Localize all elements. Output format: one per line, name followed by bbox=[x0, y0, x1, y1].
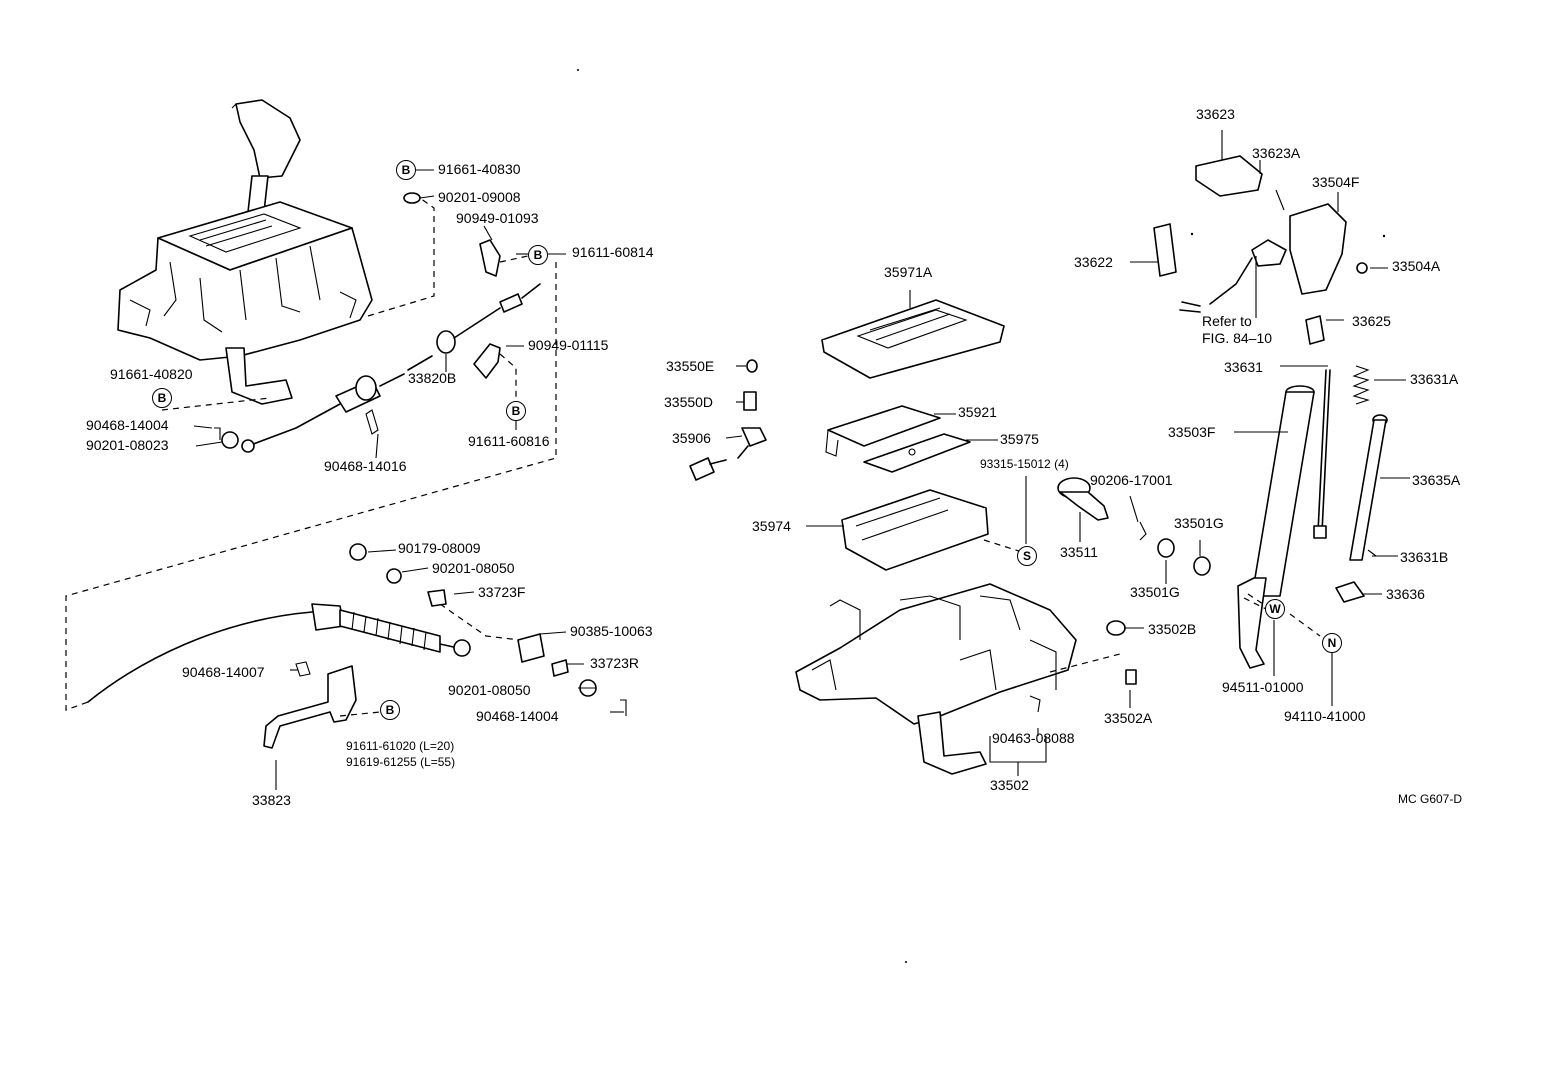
part-label: 90468-14016 bbox=[324, 458, 407, 474]
part-label: 91611-61020 (L=20) bbox=[346, 739, 455, 753]
part-label: 35971A bbox=[884, 264, 933, 280]
part-label: 33511 bbox=[1060, 544, 1098, 560]
reference-note-line2: FIG. 84–10 bbox=[1202, 330, 1273, 346]
part-label: 33636 bbox=[1386, 586, 1425, 602]
part-label: 93315-15012 (4) bbox=[980, 457, 1069, 471]
guide-rod bbox=[1335, 414, 1388, 603]
leader-lines bbox=[193, 130, 1410, 790]
part-label: 91661-40820 bbox=[110, 366, 193, 382]
part-label: 90201-08050 bbox=[448, 682, 531, 698]
part-label: 33723F bbox=[478, 584, 526, 600]
part-label: 90206-17001 bbox=[1090, 472, 1173, 488]
part-label: 90201-08023 bbox=[86, 437, 169, 453]
part-label: 90468-14004 bbox=[86, 417, 169, 433]
part-label: 90201-09008 bbox=[438, 189, 521, 205]
marker-n: N bbox=[1322, 633, 1342, 653]
indicator-housing bbox=[821, 299, 1005, 379]
spring bbox=[1352, 365, 1370, 405]
part-label: 90468-14007 bbox=[182, 664, 265, 680]
part-label: 90179-08009 bbox=[398, 540, 481, 556]
part-label: 33502B bbox=[1148, 621, 1197, 637]
part-label: 94511-01000 bbox=[1222, 679, 1304, 695]
shift-cable-lower bbox=[87, 543, 627, 716]
marker-b: B bbox=[380, 700, 400, 720]
part-label: 90385-10063 bbox=[570, 623, 653, 639]
part-label: 91611-60816 bbox=[468, 433, 550, 449]
position-indicator-base bbox=[841, 489, 1023, 571]
knob-assembly bbox=[1153, 155, 1368, 345]
detent-rod bbox=[1313, 369, 1331, 539]
part-label: 33501G bbox=[1174, 515, 1224, 531]
part-label: 90949-01115 bbox=[528, 337, 609, 353]
part-label: 33622 bbox=[1074, 254, 1113, 270]
part-label: 35921 bbox=[958, 404, 997, 420]
part-label: 33635A bbox=[1412, 472, 1461, 488]
part-label: 35975 bbox=[1000, 431, 1039, 447]
part-label: 91661-40830 bbox=[438, 161, 521, 177]
marker-b: B bbox=[396, 160, 416, 180]
part-label: 90949-01093 bbox=[456, 210, 539, 226]
part-label: 33631A bbox=[1410, 371, 1459, 387]
part-label: 33550D bbox=[664, 394, 714, 410]
part-label: 33623A bbox=[1252, 145, 1301, 161]
part-label: 33823 bbox=[252, 792, 291, 808]
part-label: 33501G bbox=[1130, 584, 1180, 600]
part-label: 90468-14004 bbox=[476, 708, 559, 724]
part-label: 91619-61255 (L=55) bbox=[346, 755, 456, 769]
part-label: 33503F bbox=[1168, 424, 1216, 440]
part-label: 94110-41000 bbox=[1284, 708, 1366, 724]
part-label: 33550E bbox=[666, 358, 715, 374]
part-label: 33502A bbox=[1104, 710, 1153, 726]
part-label: 33504F bbox=[1312, 174, 1360, 190]
part-label: 33723R bbox=[590, 655, 640, 671]
marker-w: W bbox=[1265, 599, 1285, 619]
part-label: 33631 bbox=[1224, 359, 1263, 375]
marker-b: B bbox=[506, 401, 526, 421]
part-label: 33820B bbox=[408, 370, 457, 386]
bulb-socket-parts bbox=[689, 359, 767, 481]
marker-b: B bbox=[528, 245, 548, 265]
part-label: 33631B bbox=[1400, 549, 1449, 565]
cable-bracket bbox=[263, 665, 381, 749]
part-label: 33623 bbox=[1196, 106, 1235, 122]
lever-shaft bbox=[1237, 385, 1315, 669]
pivot-pin bbox=[1057, 477, 1211, 685]
figure-code: MC G607-D bbox=[1398, 792, 1463, 806]
part-label: 35906 bbox=[672, 430, 711, 446]
shift-lever-assembly bbox=[117, 99, 373, 405]
part-label: 33504A bbox=[1392, 258, 1441, 274]
part-label: 35974 bbox=[752, 518, 791, 534]
slide-plate bbox=[825, 405, 971, 473]
shift-lever-base bbox=[795, 583, 1121, 775]
marker-b: B bbox=[152, 388, 172, 408]
marker-s: S bbox=[1017, 546, 1037, 566]
reference-note-line1: Refer to bbox=[1202, 313, 1252, 329]
shift-cable-upper bbox=[241, 283, 541, 453]
part-label: 33502 bbox=[990, 777, 1029, 793]
part-label: 91611-60814 bbox=[572, 244, 654, 260]
part-label: 90201-08050 bbox=[432, 560, 515, 576]
clip-parts bbox=[214, 192, 501, 449]
part-label: 90463-08088 bbox=[992, 730, 1075, 746]
part-label: 33625 bbox=[1352, 313, 1391, 329]
